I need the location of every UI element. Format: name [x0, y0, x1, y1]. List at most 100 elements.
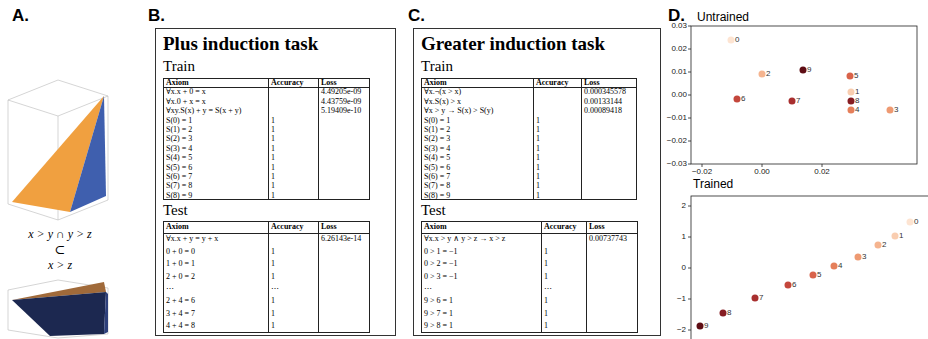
axis-tick: 0.02 [671, 44, 687, 53]
table-rule [318, 221, 319, 333]
axiom-cell: S(5) = 6 [424, 163, 450, 172]
table-rule [318, 78, 319, 200]
section-heading: Train [421, 58, 453, 75]
panel-title: Plus induction task [163, 33, 388, 55]
axis-tick: 1 [682, 232, 686, 241]
table-rule [268, 78, 269, 200]
trained-axes [688, 196, 928, 339]
accuracy-cell: 1 [544, 308, 548, 320]
accuracy-cell: 1 [271, 258, 275, 270]
navy-surface [12, 292, 106, 336]
plot-mark [907, 219, 914, 226]
axiom-cell: ∀x.S(x) > x [424, 97, 461, 106]
axiom-cell: 0 > 2 = −1 [424, 258, 458, 270]
column-header: Accuracy [544, 221, 576, 233]
axiom-cell: ⋯ [424, 283, 432, 295]
point-label: 2 [882, 240, 886, 249]
accuracy-cell: 1 [271, 172, 275, 181]
accuracy-cell: 1 [271, 116, 275, 125]
accuracy-cell: 1 [271, 191, 275, 200]
plot-mark [810, 272, 817, 279]
axiom-cell: S(4) = 5 [166, 153, 192, 162]
point-label: 5 [817, 270, 821, 279]
untrained-points [728, 37, 894, 114]
axis-tick: −0.02 [667, 136, 687, 145]
plot-title: Untrained [697, 11, 749, 25]
column-header: Axiom [166, 78, 189, 87]
panel-title: Greater induction task [421, 33, 653, 55]
accuracy-cell: 1 [271, 144, 275, 153]
point-label: 1 [855, 87, 859, 96]
column-header: Loss [584, 78, 600, 87]
axiom-cell: 9 > 6 = 1 [424, 295, 453, 307]
table-rule [586, 221, 587, 333]
accuracy-cell: 1 [271, 125, 275, 134]
set-expression: x > y ∩ y > z [28, 228, 92, 242]
accuracy-cell: 1 [536, 172, 540, 181]
plot-mark [831, 263, 838, 270]
column-header: Accuracy [536, 78, 568, 87]
point-label: 0 [914, 217, 918, 226]
set-expression: x > z [48, 259, 72, 273]
axiom-cell: S(6) = 7 [166, 172, 192, 181]
axiom-cell: S(7) = 8 [424, 181, 450, 190]
accuracy-cell: 1 [544, 295, 548, 307]
axiom-cell: 9 > 8 = 1 [424, 320, 453, 332]
point-label: 0 [735, 35, 739, 44]
axis-tick: 0.01 [671, 67, 687, 76]
loss-cell: 0.00737743 [589, 233, 627, 245]
axiom-cell: S(3) = 4 [166, 144, 192, 153]
accuracy-cell: 1 [271, 246, 275, 258]
point-label: 4 [838, 261, 842, 270]
accuracy-cell: 1 [536, 153, 540, 162]
axiom-cell: ⋯ [166, 283, 174, 295]
axiom-cell: ∀xy.S(x) + y = S(x + y) [166, 106, 241, 115]
point-label: 1 [899, 231, 903, 240]
axiom-cell: S(5) = 6 [166, 163, 192, 172]
plot-mark [848, 89, 855, 96]
accuracy-cell: 1 [536, 144, 540, 153]
plot-mark [691, 196, 928, 339]
plot-mark [789, 98, 796, 105]
axiom-cell: 9 > 7 = 1 [424, 308, 453, 320]
axiom-cell: S(7) = 8 [166, 181, 192, 190]
plot-mark [785, 282, 792, 289]
column-header: Loss [321, 78, 337, 87]
plot-mark [720, 310, 727, 317]
accuracy-cell: 1 [271, 181, 275, 190]
accuracy-cell: 1 [544, 271, 548, 283]
accuracy-cell: 1 [271, 320, 275, 332]
plot-3d-bottom [8, 280, 108, 338]
loss-cell: 6.26143e-14 [321, 233, 361, 245]
accuracy-cell: ⋯ [544, 283, 552, 295]
accuracy-cell: 1 [271, 308, 275, 320]
blue-surface [70, 96, 106, 212]
axiom-cell: S(8) = 9 [166, 191, 192, 200]
loss-cell: 0.000345578 [584, 87, 626, 96]
plot-mark [8, 280, 108, 338]
axis-tick: 0.00 [671, 90, 687, 99]
accuracy-cell: 1 [271, 163, 275, 172]
axiom-cell: S(2) = 3 [166, 134, 192, 143]
axiom-cell: S(0) = 1 [424, 116, 450, 125]
point-label: 5 [854, 71, 858, 80]
axis-tick: 0 [682, 263, 686, 272]
column-header: Accuracy [271, 78, 303, 87]
point-label: 6 [792, 280, 796, 289]
plot-title: Trained [693, 178, 733, 192]
plot-mark [8, 80, 108, 220]
column-header: Axiom [424, 221, 447, 233]
accuracy-cell: 1 [536, 134, 540, 143]
axiom-cell: 2 + 4 = 6 [166, 295, 195, 307]
table-rule [533, 78, 534, 200]
panel-letter: B. [148, 6, 165, 26]
axis-tick: 2 [682, 201, 686, 210]
accuracy-cell: 1 [544, 258, 548, 270]
point-label: 3 [894, 105, 898, 114]
point-label: 3 [862, 252, 866, 261]
plot-mark [892, 233, 899, 240]
plot-mark [887, 107, 894, 114]
accuracy-cell: 1 [536, 125, 540, 134]
axiom-cell: 0 > 1 = −1 [424, 246, 458, 258]
column-header: Loss [321, 221, 337, 233]
